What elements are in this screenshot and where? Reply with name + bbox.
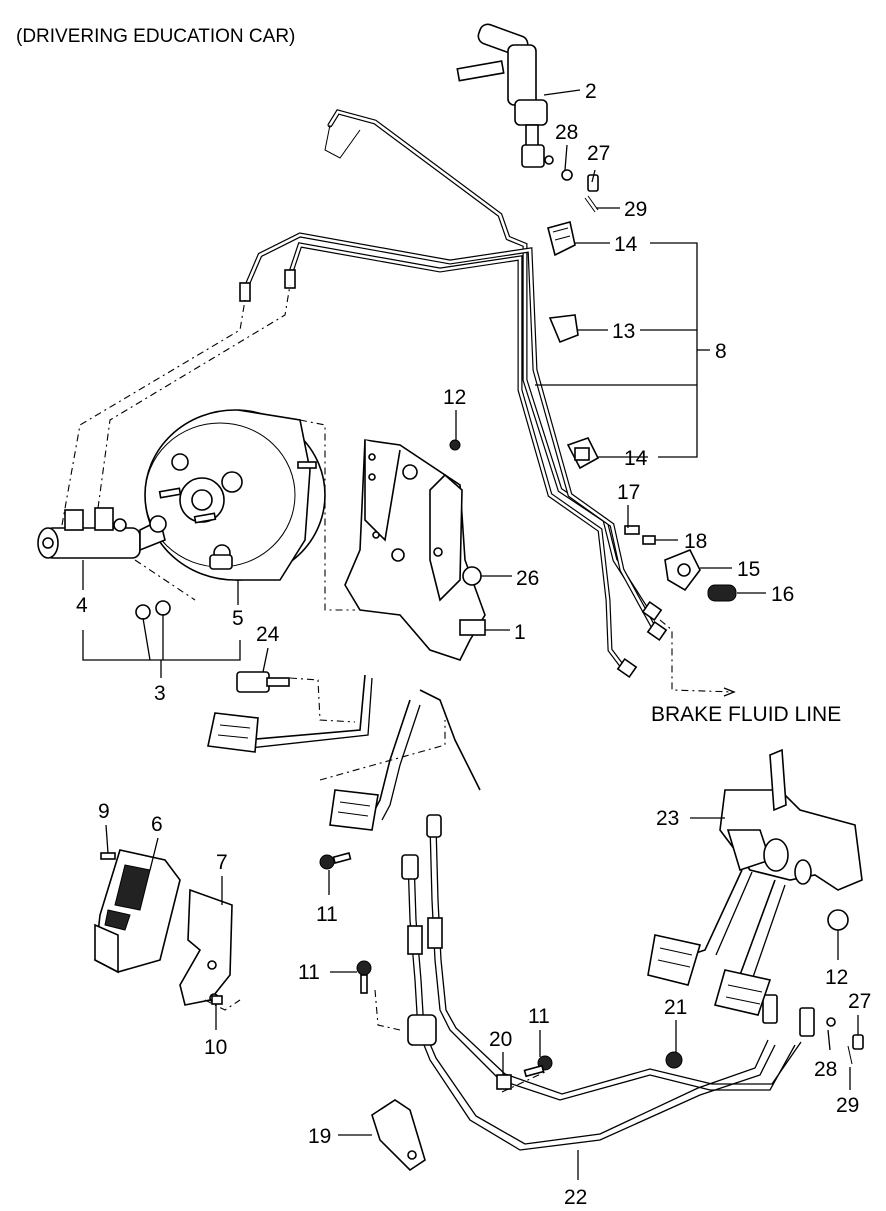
callout-2: 2 [585,80,597,103]
callout-19: 19 [308,1125,331,1148]
bracket [179,888,233,1006]
callout-24: 24 [256,623,280,646]
brake-fluid-line-label: BRAKE FLUID LINE [651,703,841,726]
callout-20: 20 [489,1028,512,1051]
nut [665,1051,683,1069]
brake-booster [144,409,326,581]
clevis-pin-set [561,169,599,213]
stop-lamp-switch [236,671,270,693]
brake-master-cylinder [37,507,167,559]
flange-nut [449,439,461,451]
callout-18: 18 [684,530,707,553]
callout-28: 28 [814,1058,837,1081]
callout-13: 13 [612,320,635,343]
callout-10: 10 [204,1036,227,1059]
callout-21: 21 [664,996,687,1019]
flange-nut [827,909,849,931]
grommet [707,584,737,602]
callout-4: 4 [76,594,88,617]
screw [211,995,223,1005]
clutch-pedal [207,674,373,753]
bolt-11 [523,1055,553,1078]
seal-ring [155,600,171,616]
callout-22: 22 [564,1186,587,1209]
callout-11: 11 [528,1005,550,1028]
callout-16: 16 [771,583,794,606]
callout-29: 29 [624,198,647,221]
callout-14: 14 [624,447,648,470]
callout-29: 29 [836,1094,859,1117]
cable-assembly [401,814,815,1151]
callout-27: 27 [848,990,871,1013]
cover [94,849,181,974]
bracket-19 [371,1099,426,1172]
screw [100,852,116,860]
callout-7: 7 [216,851,228,874]
callout-12: 12 [825,966,848,989]
dual-pedal-assembly [647,748,863,1016]
bolt-11 [319,852,352,870]
callout-9: 9 [98,800,110,823]
clip-20 [496,1074,512,1090]
screw [624,525,640,535]
callout-27: 27 [587,142,610,165]
pipe-fitting [239,282,251,302]
pipe-clip-lower [566,437,600,470]
callout-12: 12 [443,386,466,409]
pipe-clip-upper [547,221,576,257]
callout-23: 23 [656,807,679,830]
leader-lines [82,89,859,1180]
callout-3: 3 [154,682,166,705]
brake-pedal [329,699,421,831]
callout-6: 6 [151,813,163,836]
callout-17: 17 [617,481,640,504]
pedal-bracket [344,439,486,661]
clip [642,535,656,545]
callout-5: 5 [232,607,244,630]
callout-1: 1 [514,621,526,644]
callout-28: 28 [555,121,578,144]
bolt-11 [356,960,372,994]
clutch-master-cylinder [456,23,554,168]
pedal-arm [419,689,481,791]
brake-pipe-assembly [239,109,668,679]
callout-8: 8 [715,340,727,363]
callout-11: 11 [316,903,338,926]
seal-ring [135,604,151,620]
diagram-title: (DRIVERING EDUCATION CAR) [16,26,295,47]
callout-15: 15 [737,558,760,581]
stopper-plug [462,566,482,586]
callout-14: 14 [614,233,638,256]
pipe-clip-middle [548,314,579,344]
pipe-fitting [284,269,296,289]
callout-11: 11 [298,961,320,984]
callout-26: 26 [516,567,539,590]
